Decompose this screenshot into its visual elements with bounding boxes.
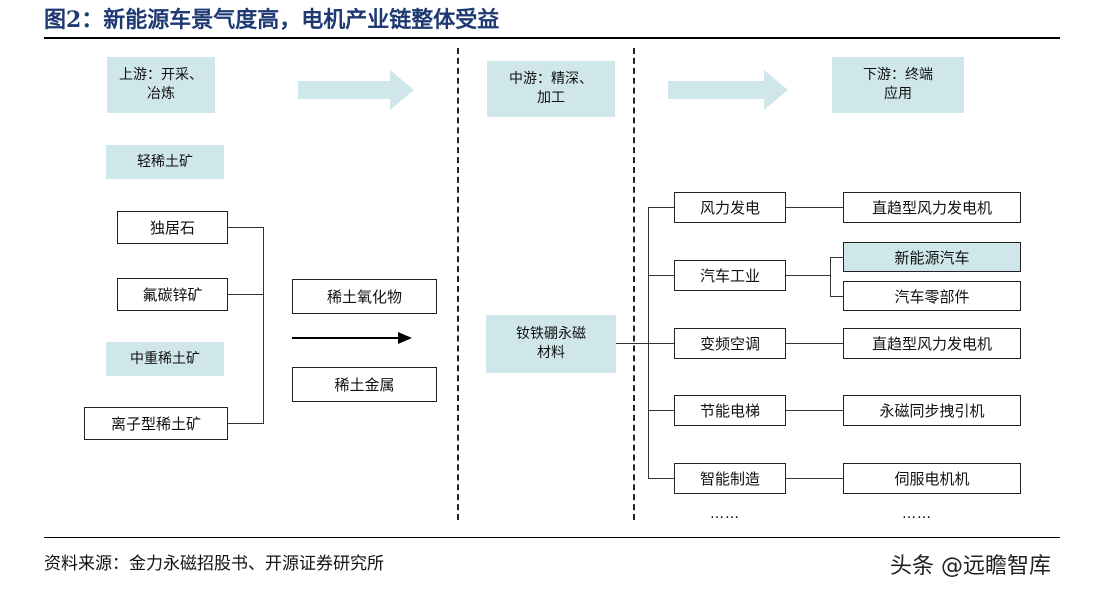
connector-line — [263, 227, 264, 424]
connector-line — [786, 343, 843, 344]
figure-title: 图2：新能源车景气度高，电机产业链整体受益 — [44, 7, 500, 33]
title-rule — [44, 37, 1060, 39]
watermark: 头条 @远瞻智库 — [890, 554, 1051, 579]
connector-line — [228, 423, 264, 424]
connector-line — [648, 207, 674, 208]
connector-line — [786, 410, 843, 411]
midstream-to-downstream-arrow-icon — [668, 70, 788, 110]
connector-line — [228, 227, 264, 228]
divider-left — [457, 48, 459, 520]
connector-line — [648, 343, 674, 344]
product-auto-parts: 汽车零部件 — [843, 281, 1021, 311]
ionic-rare-earth-box: 离子型稀土矿 — [84, 407, 228, 440]
rare-earth-oxide-box: 稀土氧化物 — [292, 279, 437, 314]
ellipsis-products: …… — [902, 506, 932, 522]
process-arrow-icon — [292, 332, 412, 344]
ndfeb-magnet-material-box: 钕铁硼永磁 材料 — [486, 315, 616, 373]
connector-line — [830, 257, 831, 296]
sector-automotive: 汽车工业 — [674, 260, 786, 291]
sector-smart-manufacturing: 智能制造 — [674, 463, 786, 494]
upstream-to-midstream-arrow-icon — [298, 70, 414, 110]
ellipsis-sectors: …… — [710, 506, 740, 522]
connector-line — [648, 275, 674, 276]
heavy-rare-earth-label: 中重稀土矿 — [106, 342, 224, 376]
connector-line — [830, 296, 843, 297]
sector-wind-power: 风力发电 — [674, 192, 786, 223]
source-rule — [44, 537, 1060, 538]
product-new-energy-vehicle: 新能源汽车 — [843, 242, 1021, 272]
source-note: 资料来源：金力永磁招股书、开源证券研究所 — [44, 554, 384, 574]
monazite-box: 独居石 — [117, 211, 228, 244]
connector-line — [228, 294, 264, 295]
tier-downstream: 下游：终端 应用 — [832, 57, 964, 113]
connector-line — [786, 275, 831, 276]
light-rare-earth-label: 轻稀土矿 — [106, 145, 224, 179]
sector-inverter-ac: 变频空调 — [674, 328, 786, 359]
connector-line — [786, 207, 843, 208]
product-direct-drive-generator: 直趋型风力发电机 — [843, 192, 1021, 223]
product-direct-drive-generator-ac: 直趋型风力发电机 — [843, 328, 1021, 359]
connector-line — [830, 257, 843, 258]
bastnaesite-box: 氟碳锌矿 — [117, 278, 228, 311]
tier-upstream: 上游：开采、 冶炼 — [107, 57, 215, 113]
connector-line — [616, 343, 649, 344]
product-pm-traction-machine: 永磁同步拽引机 — [843, 395, 1021, 426]
rare-earth-metal-box: 稀土金属 — [292, 367, 437, 402]
tier-midstream: 中游：精深、 加工 — [487, 61, 615, 117]
connector-line — [786, 478, 843, 479]
divider-right — [633, 48, 635, 520]
product-servo-motor: 伺服电机机 — [843, 463, 1021, 494]
connector-line — [648, 410, 674, 411]
connector-line — [648, 478, 674, 479]
sector-elevator: 节能电梯 — [674, 395, 786, 426]
